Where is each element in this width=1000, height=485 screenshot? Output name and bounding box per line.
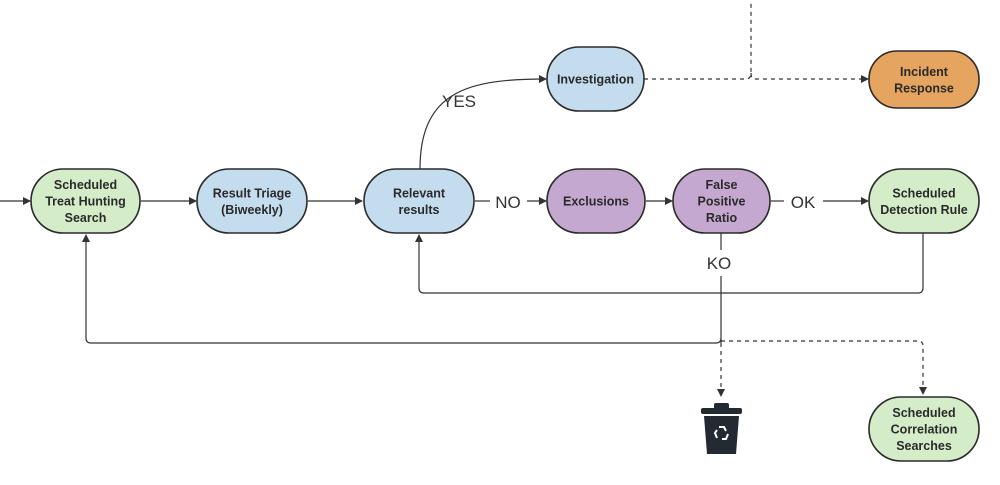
edge-ko-return-to-search [82,234,722,344]
node-label-line: Response [894,81,954,95]
node-label-line: Scheduled [54,178,117,192]
node-label-line: Incident [900,65,949,79]
node-investigation[interactable]: Investigation [546,46,645,112]
node-label-line: results [399,203,440,217]
trash-bin-icon [701,403,742,454]
node-label-line: Result Triage [213,186,292,200]
node-relevant-results[interactable]: Relevant results [363,168,475,234]
edge-label-ok: OK [791,193,816,212]
node-label-line: Searches [896,439,952,453]
node-label-line: False [706,178,738,192]
node-label-line: Scheduled [892,186,955,200]
node-label-line: Detection Rule [880,203,968,217]
edge-label-ko: KO [707,254,732,273]
node-label-line: Relevant [393,186,446,200]
node-label-line: Investigation [557,73,634,87]
node-label-line: (Biweekly) [221,203,283,217]
node-label-line: Exclusions [563,195,629,209]
edge-relevant-to-investigation [419,75,547,170]
node-result-triage[interactable]: Result Triage (Biweekly) [196,168,308,234]
edge-detection-return-to-relevant [415,233,924,294]
node-label-line: Correlation [891,423,958,437]
edges [0,0,923,396]
edge-label-yes: YES [442,92,476,111]
node-label-line: Positive [698,195,746,209]
edge-investigation-to-incident [644,0,868,79]
edge-label-no: NO [495,193,521,212]
node-exclusions[interactable]: Exclusions [546,168,646,234]
node-label-line: Ratio [706,211,738,225]
edge-labels: YES NO OK KO [442,92,816,273]
node-label-line: Treat Hunting [45,195,126,209]
node-label-line: Search [65,211,107,225]
edge-ko-to-correlation [720,338,923,394]
node-label-line: Scheduled [892,406,955,420]
recycle-icon [713,426,729,440]
